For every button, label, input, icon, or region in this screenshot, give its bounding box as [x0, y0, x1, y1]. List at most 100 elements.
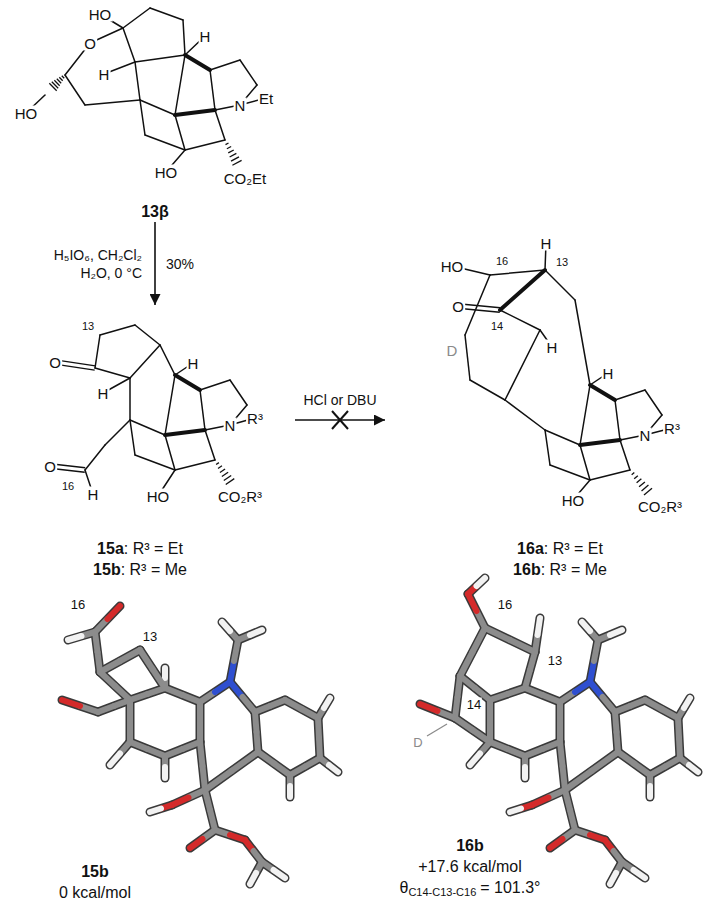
hashed-bond — [222, 472, 228, 476]
stick-outline — [490, 688, 525, 700]
ball-stick-model — [62, 606, 338, 884]
stick-outline — [245, 840, 262, 862]
atom-label: 13 — [547, 654, 563, 667]
bond-line — [130, 345, 160, 378]
caption-row: 15a: R³ = Et — [93, 538, 187, 559]
compound-panel: 15a: R³ = Et15b: R³ = Me — [20, 305, 295, 580]
bond-line — [175, 55, 185, 115]
stick-outline — [126, 700, 135, 742]
compound-label: 15a — [97, 540, 124, 557]
stick-outline — [130, 742, 165, 756]
bond-line — [580, 385, 590, 445]
bond-line — [95, 335, 100, 368]
caption-row: θC14-C13-C16= 101.3° — [399, 877, 540, 903]
bond-line — [165, 435, 175, 470]
atom-label: D — [446, 343, 459, 358]
bond-line — [185, 55, 210, 70]
stick-outline — [485, 628, 535, 652]
atom-label: 14 — [466, 698, 482, 711]
bond-line — [185, 140, 225, 150]
stick-half — [678, 718, 679, 738]
bond-line — [465, 335, 470, 380]
stick-half — [318, 718, 319, 738]
stick-half — [250, 630, 262, 635]
stick-half — [230, 661, 234, 682]
compound-label: 15b — [81, 863, 109, 880]
bond-line — [175, 110, 215, 115]
stick-outline — [525, 742, 560, 756]
leader-line — [427, 724, 447, 736]
stick-outline — [95, 632, 100, 672]
atom-label: H — [98, 67, 111, 82]
stick-half — [510, 640, 535, 652]
stick-half — [617, 732, 619, 752]
bond-line — [240, 60, 257, 85]
atom-label: HO — [561, 493, 586, 508]
caption-row: +17.6 kcal/mol — [399, 856, 540, 877]
stick-outline — [100, 672, 130, 700]
compound-caption: 16b+17.6 kcal/molθC14-C13-C16= 101.3° — [399, 835, 540, 903]
stick-outline — [205, 752, 258, 790]
compound-label: 16b — [513, 561, 541, 578]
compound-caption: 15a: R³ = Et15b: R³ = Me — [93, 538, 187, 580]
stick-half — [550, 839, 563, 848]
stick-outline — [622, 862, 645, 878]
atom-label: HO — [14, 106, 39, 121]
compound-label: : R³ = Et — [544, 540, 603, 557]
atom-label: O — [83, 36, 97, 51]
stick-half — [594, 640, 598, 661]
atom-label: 13 — [142, 630, 158, 643]
caption-row: 15b — [59, 861, 131, 882]
hashed-bond — [232, 160, 241, 165]
atom-label: HO — [154, 165, 179, 180]
bond-line — [135, 62, 140, 100]
stick-outline — [678, 718, 680, 758]
bond-line — [123, 8, 150, 28]
stick-outline — [646, 775, 655, 797]
bond-line — [505, 400, 545, 430]
bond-line — [590, 470, 630, 480]
bond-line — [200, 390, 205, 430]
bond-line — [200, 380, 230, 390]
stick-outline — [262, 862, 285, 878]
stick-half — [62, 700, 80, 706]
compound-label: : R³ = Et — [124, 540, 183, 557]
stick-half — [565, 771, 592, 790]
compound-caption: 13β — [141, 201, 169, 222]
bond-line — [230, 380, 247, 405]
bond-line — [165, 430, 205, 435]
atom-label: CO₂Et — [223, 171, 268, 186]
hashed-bond — [49, 83, 56, 90]
compound-label: 0 kcal/mol — [59, 884, 131, 901]
stick-half — [679, 738, 680, 758]
stick-half — [592, 752, 619, 771]
compound-label: 16a — [517, 540, 544, 557]
hashed-bond — [642, 485, 649, 491]
stick-half — [565, 790, 570, 810]
reagent-text: H₂O, 0 °C — [79, 266, 143, 280]
stick-half — [319, 738, 320, 758]
compound-panel: 16a: R³ = Et16b: R³ = Me — [385, 225, 710, 580]
stick-outline — [550, 830, 575, 848]
bond-line — [183, 20, 185, 55]
stick-half — [68, 636, 82, 640]
atom-label: N — [234, 98, 247, 113]
bond-line — [95, 368, 130, 378]
stick-half — [222, 622, 230, 631]
stick-outline — [575, 830, 605, 840]
bond-line — [615, 400, 620, 440]
stick-outline — [460, 628, 485, 676]
stick-half — [557, 722, 563, 742]
stick-half — [140, 650, 153, 669]
stick-half — [203, 766, 206, 790]
bond-line — [500, 310, 540, 330]
stick-half — [255, 712, 257, 732]
stick-outline — [172, 790, 205, 805]
atom-label: H — [199, 29, 212, 44]
stick-half — [590, 661, 594, 682]
stick-half — [110, 754, 120, 766]
stick-half — [485, 628, 510, 640]
bond-line — [135, 55, 185, 62]
caption-row: 15b: R³ = Me — [93, 559, 187, 580]
compound-label: 13β — [141, 203, 169, 220]
